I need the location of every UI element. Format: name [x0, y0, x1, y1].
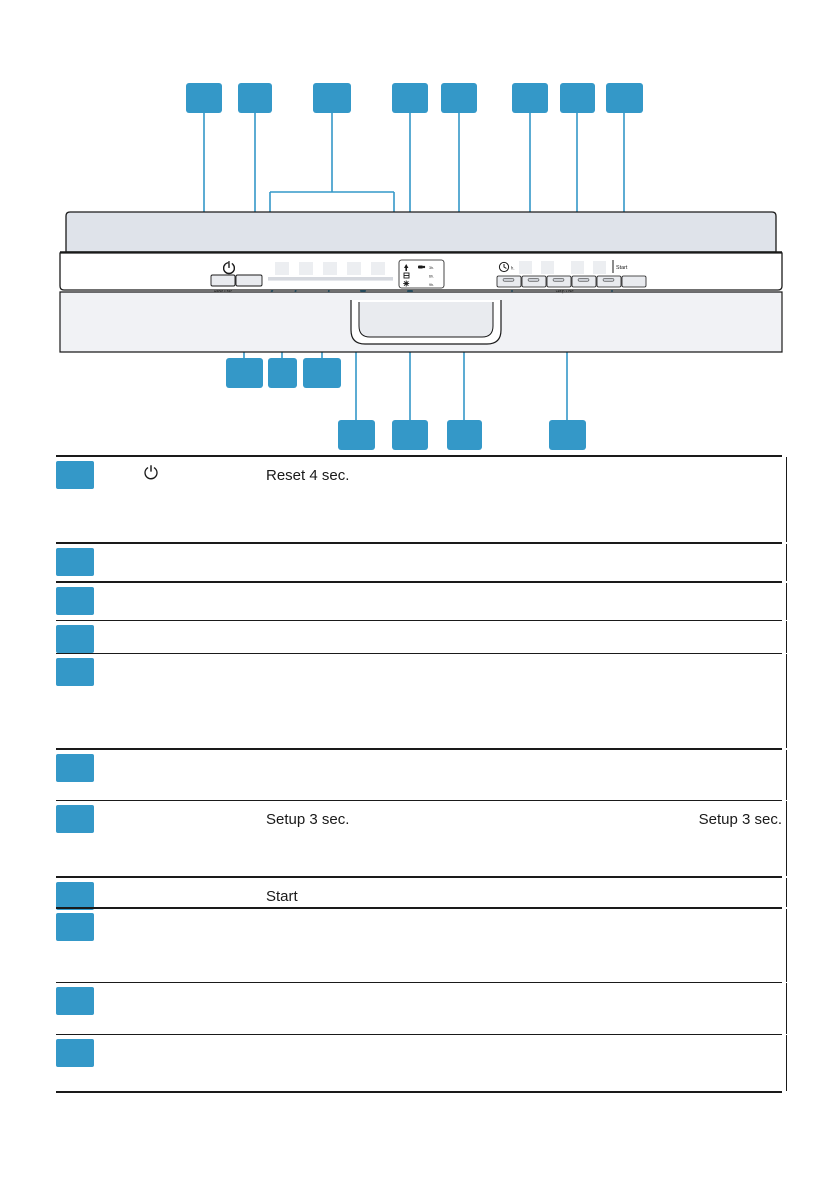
svg-text:3h.: 3h. — [429, 266, 434, 270]
legend-row — [56, 542, 787, 581]
legend-row: ⏻ Reset 4 sec. — [56, 455, 787, 542]
legend-row: Setup 3 sec. Setup 3 sec. — [56, 800, 787, 876]
power-icon: ⏻ — [143, 463, 159, 483]
callout-box-12[interactable] — [338, 420, 375, 450]
legend-row-number — [56, 754, 94, 782]
column-divider — [786, 654, 787, 748]
callout-box-3[interactable] — [313, 83, 351, 113]
callout-box-5[interactable] — [441, 83, 477, 113]
column-divider — [786, 1035, 787, 1091]
legend-row-number — [56, 805, 94, 833]
legend-row: Start — [56, 876, 787, 910]
legend-row-middle: Start — [266, 888, 298, 905]
svg-text:Setup 3 sec.: Setup 3 sec. — [556, 290, 575, 294]
legend-row-middle: Setup 3 sec. — [266, 811, 350, 828]
column-divider — [786, 621, 787, 653]
legend-row — [56, 653, 787, 748]
legend-table: ⏻ Reset 4 sec. — [56, 455, 787, 1093]
svg-text:9h.: 9h. — [429, 283, 434, 287]
column-divider — [786, 457, 787, 542]
legend-row — [56, 748, 787, 800]
svg-text:6h.: 6h. — [429, 275, 434, 279]
dishwasher-illustration: Reset 4 sec. 3h. 6h. — [59, 211, 783, 353]
callout-box-8[interactable] — [606, 83, 643, 113]
column-divider — [786, 909, 787, 982]
legend-row-number — [56, 882, 94, 910]
callout-box-13[interactable] — [392, 420, 428, 450]
legend-row — [56, 982, 787, 1034]
column-divider — [786, 878, 787, 907]
callout-box-6[interactable] — [512, 83, 548, 113]
column-divider — [786, 544, 787, 581]
callout-box-2[interactable] — [238, 83, 272, 113]
column-divider — [786, 983, 787, 1034]
callout-box-1[interactable] — [186, 83, 222, 113]
legend-row-number — [56, 461, 94, 489]
callout-box-7[interactable] — [560, 83, 595, 113]
legend-row-number — [56, 587, 94, 615]
legend-row — [56, 1034, 787, 1091]
callout-box-10[interactable] — [268, 358, 297, 388]
legend-row-number — [56, 625, 94, 653]
legend-row — [56, 907, 787, 982]
legend-row-right: Setup 3 sec. — [698, 811, 782, 828]
callout-box-14[interactable] — [447, 420, 482, 450]
column-divider — [786, 750, 787, 800]
legend-row-number — [56, 913, 94, 941]
legend-row-number — [56, 658, 94, 686]
callout-box-11[interactable] — [303, 358, 341, 388]
legend-row — [56, 581, 787, 620]
table-bottom-rule — [56, 1091, 782, 1093]
legend-row — [56, 620, 787, 653]
column-divider — [786, 801, 787, 876]
callout-box-15[interactable] — [549, 420, 586, 450]
callout-box-9[interactable] — [226, 358, 263, 388]
legend-row-number — [56, 987, 94, 1015]
legend-row-number — [56, 548, 94, 576]
callout-box-4[interactable] — [392, 83, 428, 113]
svg-text:Start: Start — [616, 265, 628, 271]
svg-text:h.: h. — [511, 266, 515, 271]
legend-row-number — [56, 1039, 94, 1067]
svg-text:Reset 4 sec.: Reset 4 sec. — [214, 290, 233, 294]
legend-row-middle: Reset 4 sec. — [266, 467, 350, 484]
column-divider — [786, 583, 787, 620]
